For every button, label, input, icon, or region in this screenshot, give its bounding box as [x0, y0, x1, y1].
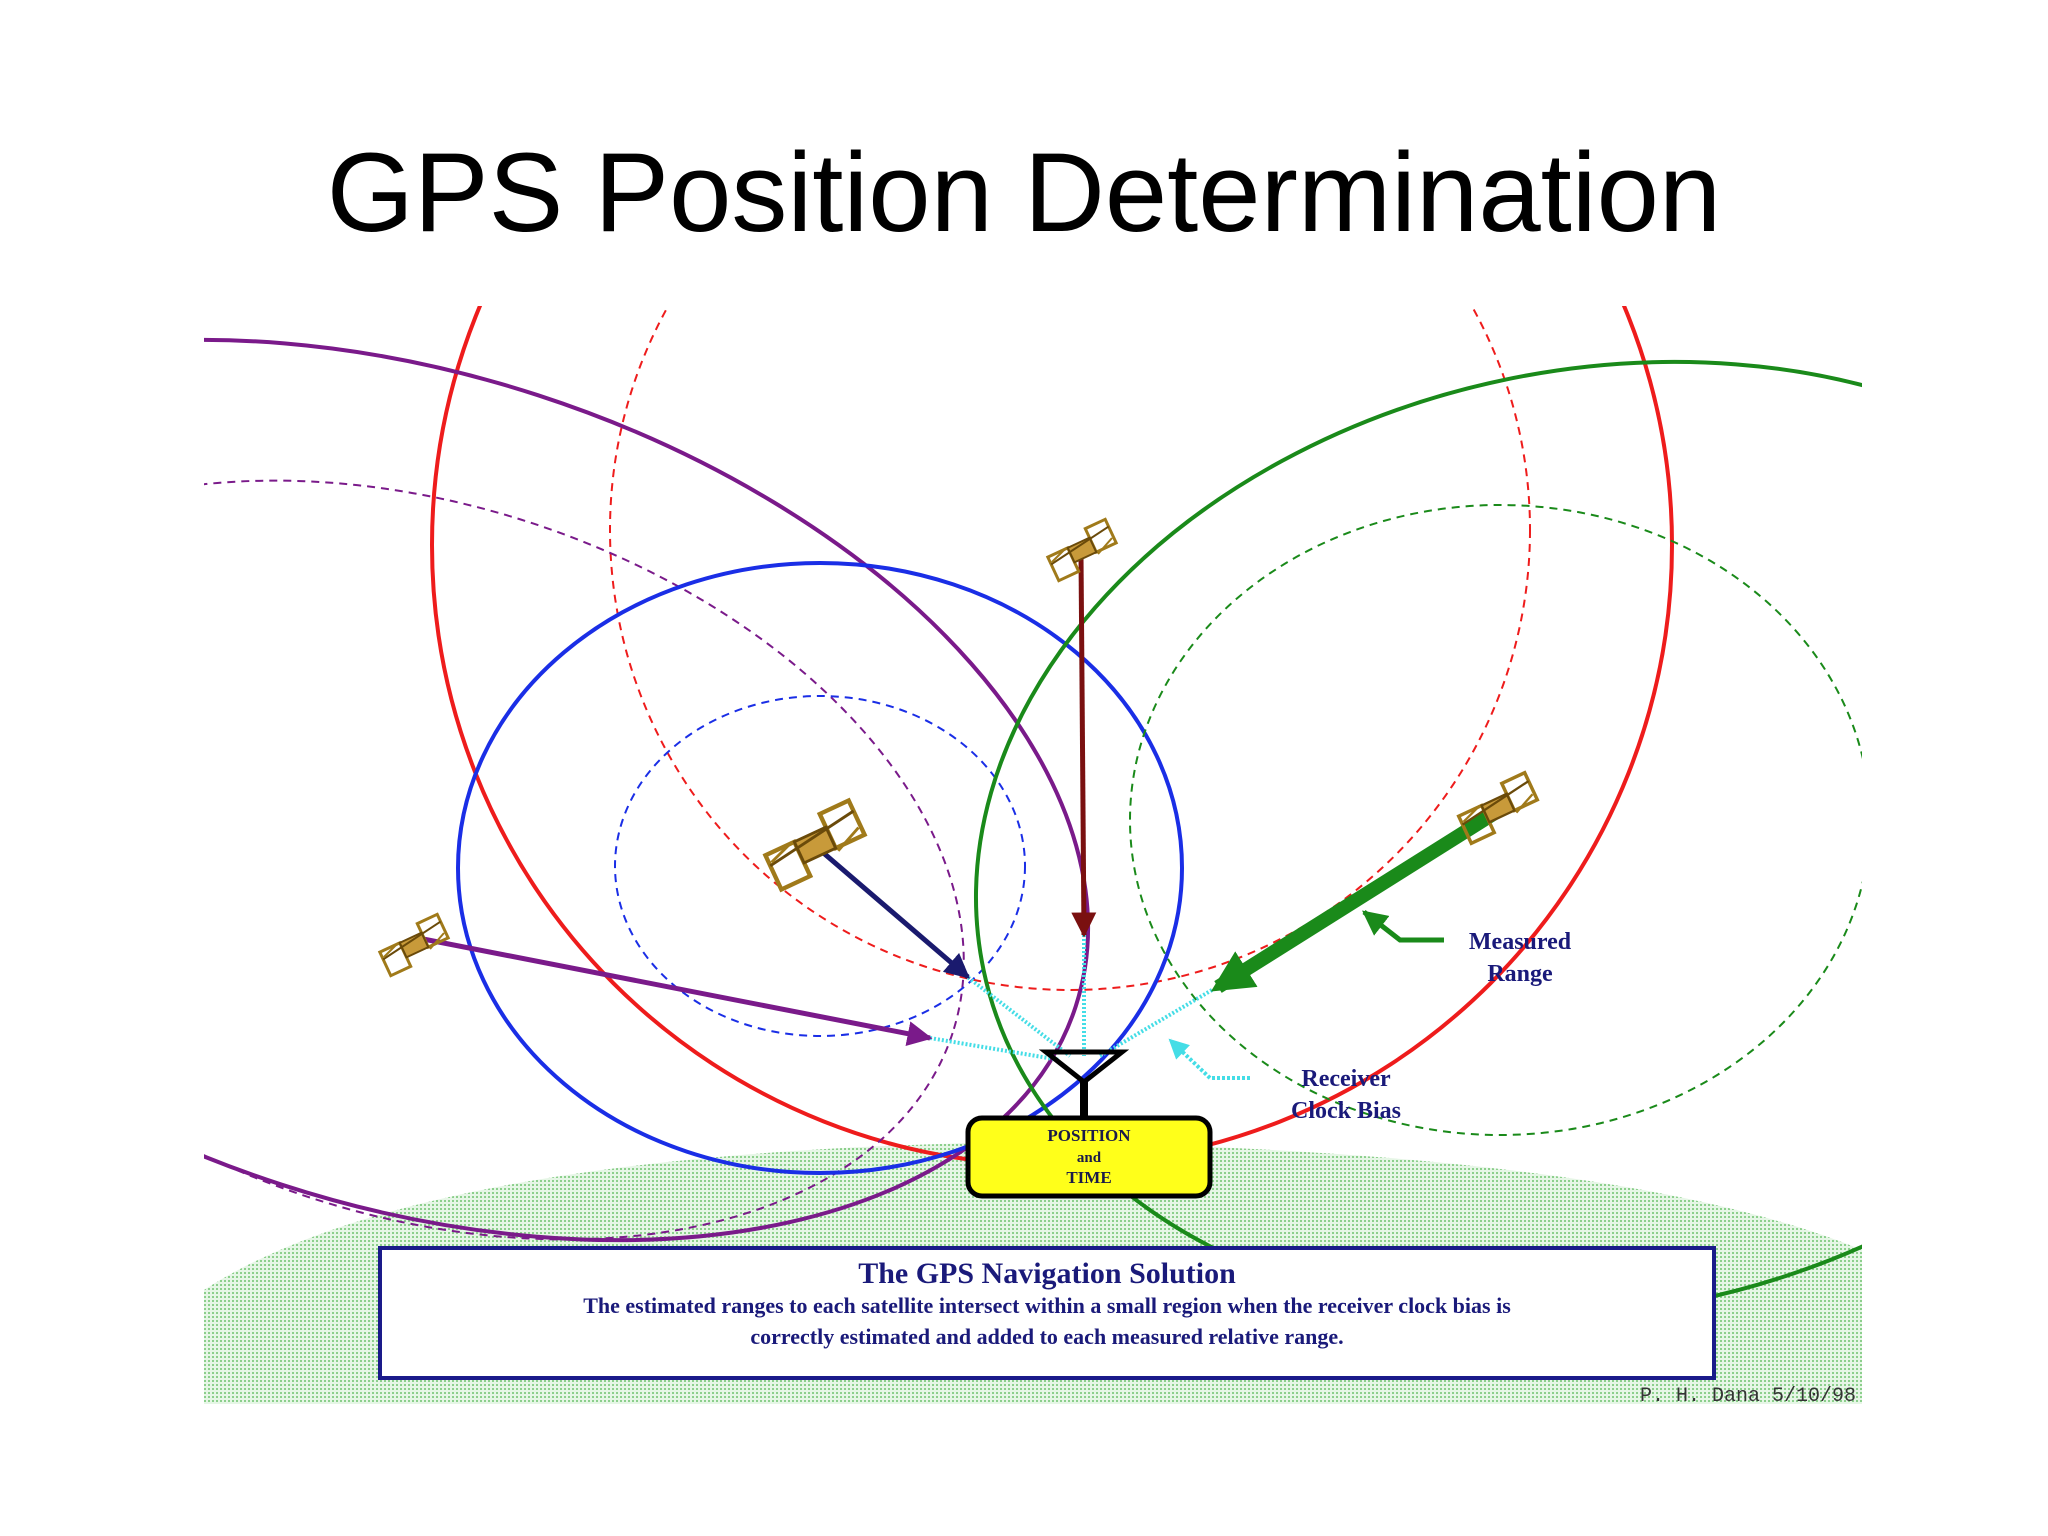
measured-range-pointer [1362, 910, 1444, 943]
position-label: POSITION [1047, 1126, 1131, 1145]
measured-range-label-line1: Measured [1469, 929, 1572, 955]
blue-range-arrow [818, 848, 970, 979]
green-range-arrow [1210, 805, 1502, 993]
red-range-circle [430, 306, 1674, 1167]
caption-heading: The GPS Navigation Solution [858, 1257, 1236, 1290]
receiver-antenna-icon [1038, 1049, 1130, 1118]
position-and-label: and [1077, 1150, 1102, 1166]
caption-line-1: The estimated ranges to each satellite i… [583, 1293, 1511, 1318]
purple-range-circle [204, 337, 1090, 1243]
caption-box: The GPS Navigation Solution The estimate… [378, 1246, 1716, 1380]
red-range-arrow [1071, 555, 1097, 938]
caption-line-2: correctly estimated and added to each me… [750, 1324, 1343, 1349]
clock-bias-label-line1: Receiver [1301, 1066, 1391, 1092]
blue-measured-circle [614, 695, 1026, 1037]
red-measured-circle [609, 306, 1531, 991]
position-time-box: POSITION and TIME [965, 1115, 1213, 1199]
green-measured-circle [1129, 504, 1862, 1136]
measured-range-label-line2: Range [1487, 961, 1553, 987]
clock-bias-pointer [1168, 1038, 1250, 1080]
satellite-icon-purple [377, 912, 450, 978]
purple-measured-circle [204, 479, 965, 1241]
credit-text: P. H. Dana 5/10/98 [1640, 1385, 1856, 1408]
clock-bias-label-line2: Clock Bias [1291, 1098, 1401, 1124]
time-label: TIME [1066, 1168, 1111, 1187]
clock-bias-segments [929, 935, 1214, 1062]
blue-range-circle [456, 561, 1184, 1175]
purple-range-arrow [417, 935, 933, 1046]
slide-title: GPS Position Determination [326, 130, 1722, 255]
